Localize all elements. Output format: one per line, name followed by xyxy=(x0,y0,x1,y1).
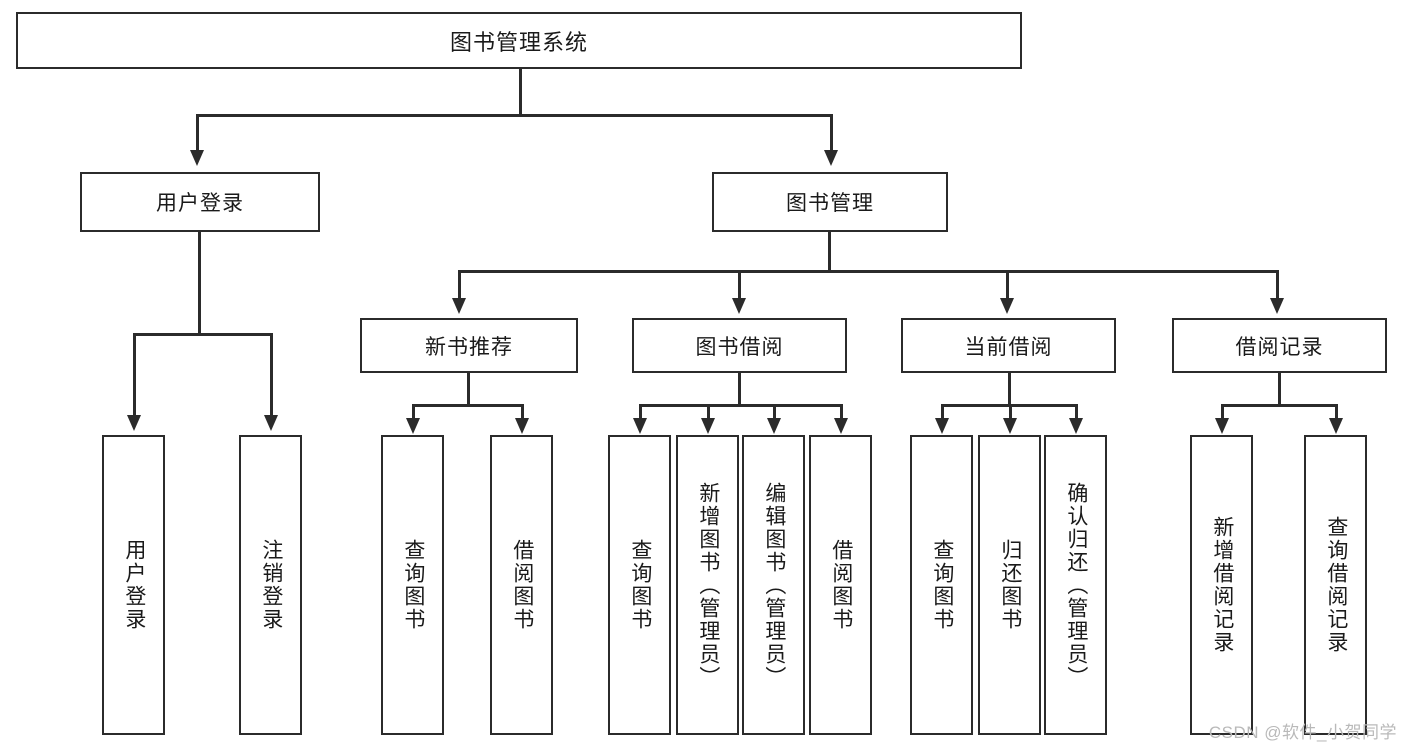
edge-root-to-user-login xyxy=(196,114,199,152)
arrowhead-newbook-borrow-book xyxy=(515,418,529,434)
edge-book-borrow-bus xyxy=(640,404,842,407)
edge-newbook-to-leaf-2 xyxy=(521,404,524,420)
edge-book-management-stem xyxy=(828,232,831,273)
arrowhead-borrow-record xyxy=(1270,298,1284,314)
arrowhead-bb-add-book xyxy=(701,418,715,434)
leaf-newbook-borrow-book[interactable]: 借阅图书 xyxy=(490,435,553,735)
edge-bm-to-current-borrow xyxy=(1006,270,1009,300)
edge-borrow-record-stem xyxy=(1278,373,1281,406)
arrowhead-bb-edit-book xyxy=(767,418,781,434)
edge-cb-to-leaf-1 xyxy=(941,404,944,420)
edge-br-to-leaf-1 xyxy=(1221,404,1224,420)
edge-bm-to-borrow-record xyxy=(1276,270,1279,300)
edge-user-login-bus xyxy=(134,333,272,336)
leaf-bb-borrow-book[interactable]: 借阅图书 xyxy=(809,435,872,735)
arrowhead-bb-borrow-book xyxy=(834,418,848,434)
arrowhead-cb-query-book xyxy=(935,418,949,434)
arrowhead-cb-confirm-return xyxy=(1069,418,1083,434)
edge-bm-to-book-borrow xyxy=(738,270,741,300)
arrowhead-newbook-query-book xyxy=(406,418,420,434)
edge-new-book-stem xyxy=(467,373,470,406)
edge-root-to-book-management xyxy=(830,114,833,152)
leaf-newbook-query-book[interactable]: 查询图书 xyxy=(381,435,444,735)
edge-borrow-record-bus xyxy=(1222,404,1337,407)
node-root-book-management-system[interactable]: 图书管理系统 xyxy=(16,12,1022,69)
arrowhead-book-borrow xyxy=(732,298,746,314)
leaf-cb-confirm-return[interactable]: 确认归还（管理员） xyxy=(1044,435,1107,735)
leaf-user-login[interactable]: 用户登录 xyxy=(102,435,165,735)
arrowhead-leaf-logout xyxy=(264,415,278,431)
csdn-watermark: CSDN @软件_小贺同学 xyxy=(1208,723,1397,742)
leaf-bb-add-book[interactable]: 新增图书（管理员） xyxy=(676,435,739,735)
edge-new-book-bus xyxy=(413,404,523,407)
arrowhead-cb-return-book xyxy=(1003,418,1017,434)
arrowhead-current-borrow xyxy=(1000,298,1014,314)
leaf-bb-query-book[interactable]: 查询图书 xyxy=(608,435,671,735)
edge-br-to-leaf-2 xyxy=(1335,404,1338,420)
arrowhead-br-query-record xyxy=(1329,418,1343,434)
leaf-logout[interactable]: 注销登录 xyxy=(239,435,302,735)
node-new-book-recommend[interactable]: 新书推荐 xyxy=(360,318,578,373)
node-current-borrow[interactable]: 当前借阅 xyxy=(901,318,1116,373)
arrowhead-user-login xyxy=(190,150,204,166)
edge-root-stem xyxy=(519,69,522,116)
edge-cb-to-leaf-3 xyxy=(1075,404,1078,420)
leaf-br-query-record[interactable]: 查询借阅记录 xyxy=(1304,435,1367,735)
edge-user-login-stem xyxy=(198,232,201,335)
arrowhead-bb-query-book xyxy=(633,418,647,434)
edge-bb-to-leaf-1 xyxy=(639,404,642,420)
edge-user-login-to-leaf-1 xyxy=(133,333,136,417)
edge-bb-to-leaf-3 xyxy=(773,404,776,420)
edge-bb-to-leaf-2 xyxy=(707,404,710,420)
arrowhead-br-add-record xyxy=(1215,418,1229,434)
node-book-borrow[interactable]: 图书借阅 xyxy=(632,318,847,373)
edge-user-login-to-leaf-2 xyxy=(270,333,273,417)
edge-root-bus xyxy=(197,114,833,117)
arrowhead-book-management xyxy=(824,150,838,166)
node-user-login[interactable]: 用户登录 xyxy=(80,172,320,232)
edge-book-management-bus xyxy=(459,270,1279,273)
edge-current-borrow-stem xyxy=(1008,373,1011,406)
leaf-cb-query-book[interactable]: 查询图书 xyxy=(910,435,973,735)
edge-bb-to-leaf-4 xyxy=(840,404,843,420)
leaf-br-add-record[interactable]: 新增借阅记录 xyxy=(1190,435,1253,735)
leaf-cb-return-book[interactable]: 归还图书 xyxy=(978,435,1041,735)
arrowhead-new-book-recommend xyxy=(452,298,466,314)
edge-newbook-to-leaf-1 xyxy=(412,404,415,420)
leaf-bb-edit-book[interactable]: 编辑图书（管理员） xyxy=(742,435,805,735)
edge-book-borrow-stem xyxy=(738,373,741,406)
edge-bm-to-new-book xyxy=(458,270,461,300)
arrowhead-leaf-user-login xyxy=(127,415,141,431)
edge-cb-to-leaf-2 xyxy=(1009,404,1012,420)
node-borrow-record[interactable]: 借阅记录 xyxy=(1172,318,1387,373)
node-book-management[interactable]: 图书管理 xyxy=(712,172,948,232)
